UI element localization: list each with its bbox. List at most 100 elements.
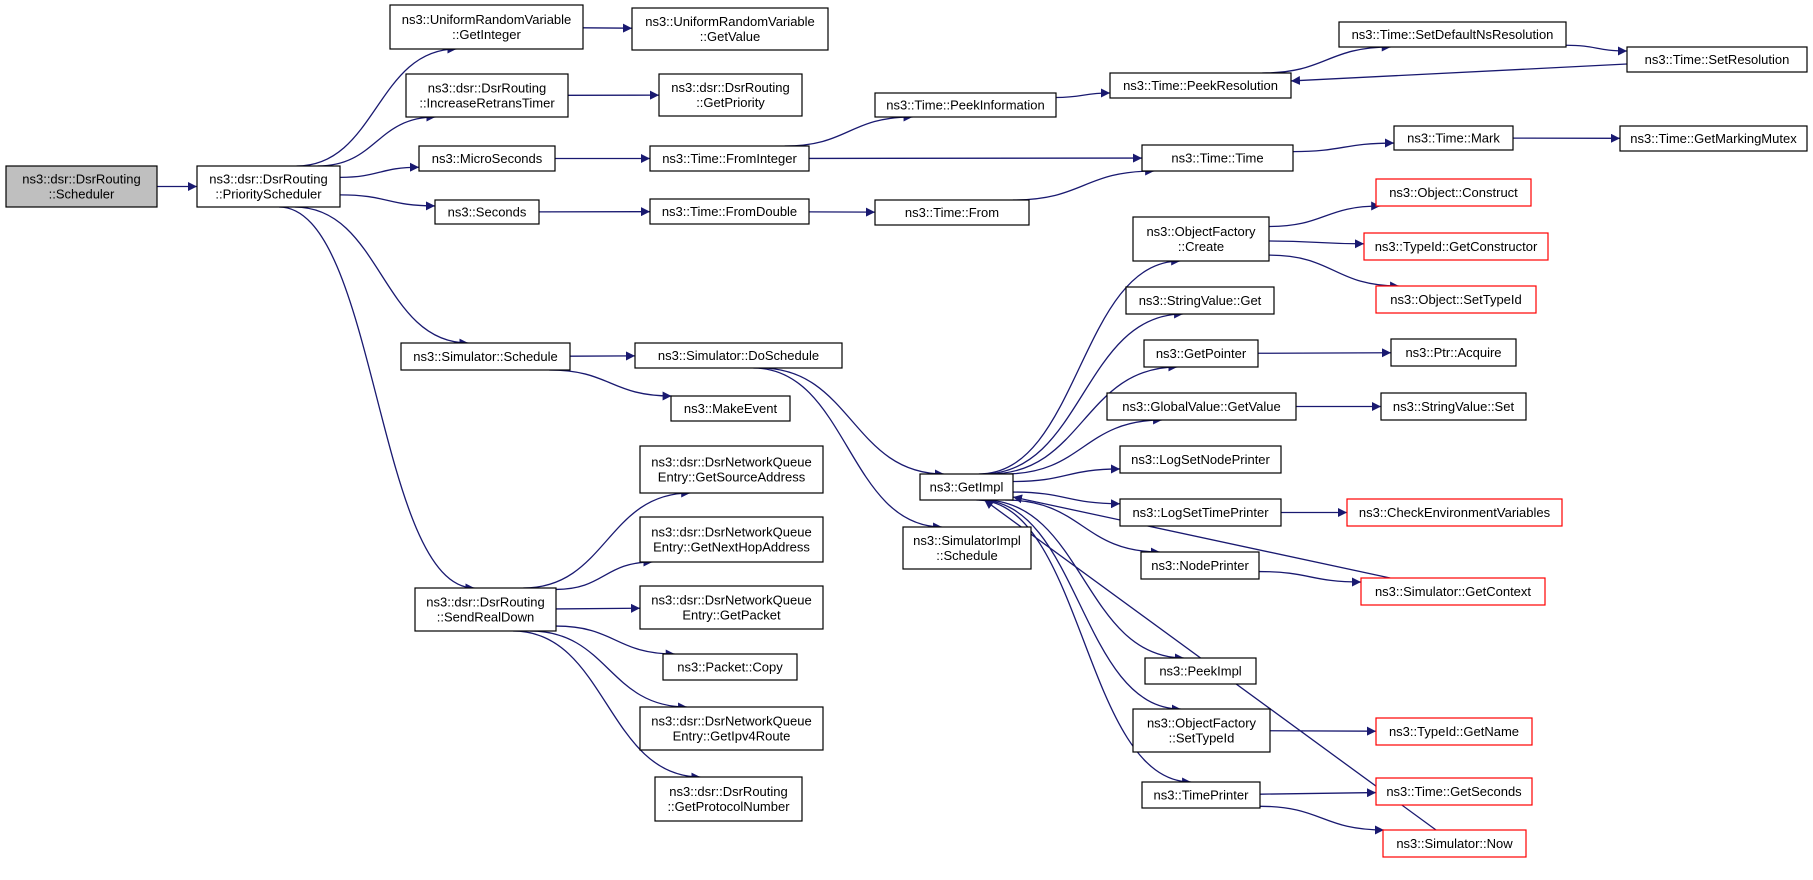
node-box <box>1140 551 1260 580</box>
edge-timeprinter-to-simnow <box>1259 805 1384 835</box>
edge-sendreal-to-pktcopy <box>555 625 675 659</box>
graph-node-logtime[interactable]: ns3::LogSetTimePrinter <box>1119 498 1282 527</box>
node-label: ns3::Time::GetMarkingMutex <box>1630 131 1797 146</box>
graph-node-lognode[interactable]: ns3::LogSetNodePrinter <box>1119 445 1282 474</box>
graph-node-getpacket[interactable]: ns3::dsr::DsrNetworkQueueEntry::GetPacke… <box>639 585 824 630</box>
edge-prio-to-simsched <box>294 206 469 348</box>
graph-node-urv_getval[interactable]: ns3::UniformRandomVariable::GetValue <box>631 7 829 51</box>
graph-node-seconds[interactable]: ns3::Seconds <box>434 199 540 225</box>
edge-sendreal-to-getsrc <box>523 488 691 589</box>
node-box <box>670 395 791 422</box>
edge-setres-to-peekres <box>1290 63 1628 85</box>
node-label: ::GetProtocolNumber <box>667 799 790 814</box>
edge-prio-to-urv_getint <box>296 44 457 167</box>
graph-node-micro[interactable]: ns3::MicroSeconds <box>418 145 556 172</box>
graph-node-makeevent[interactable]: ns3::MakeEvent <box>670 395 791 422</box>
graph-node-peekimpl[interactable]: ns3::PeekImpl <box>1144 657 1257 685</box>
node-box <box>1375 285 1537 314</box>
node-box <box>1390 338 1517 367</box>
graph-node-markmutex[interactable]: ns3::Time::GetMarkingMutex <box>1619 125 1808 152</box>
node-box <box>1375 777 1533 806</box>
graph-node-from[interactable]: ns3::Time::From <box>874 199 1030 226</box>
node-box <box>1363 232 1549 261</box>
node-label: ns3::SimulatorImpl <box>913 533 1021 548</box>
edge-from-to-time <box>1012 166 1155 201</box>
node-label: ::SetTypeId <box>1169 731 1235 746</box>
node-label: ns3::dsr::DsrRouting <box>428 81 547 96</box>
node-box <box>874 92 1057 118</box>
graph-node-mark[interactable]: ns3::Time::Mark <box>1393 125 1514 151</box>
node-box <box>639 445 824 494</box>
node-label: ns3::dsr::DsrNetworkQueue <box>651 525 811 540</box>
node-box <box>654 776 803 822</box>
node-label: ns3::Time::Mark <box>1407 131 1500 146</box>
graph-node-simnow[interactable]: ns3::Simulator::Now <box>1382 829 1527 858</box>
edge-peekres-to-setdefns <box>1262 42 1391 74</box>
graph-node-timeprinter[interactable]: ns3::TimePrinter <box>1141 781 1261 809</box>
edge-getpointer-to-ptracquire <box>1257 348 1392 358</box>
graph-node-getcontext[interactable]: ns3::Simulator::GetContext <box>1360 577 1546 606</box>
edge-prio-to-incretrans <box>317 112 436 167</box>
node-label: ns3::Time::From <box>905 205 999 220</box>
graph-node-urv_getint[interactable]: ns3::UniformRandomVariable::GetInteger <box>389 4 584 50</box>
graph-node-getimpl[interactable]: ns3::GetImpl <box>919 473 1014 501</box>
graph-node-getsrc[interactable]: ns3::dsr::DsrNetworkQueueEntry::GetSourc… <box>639 445 824 494</box>
edge-getimpl-to-ofcreate <box>978 256 1181 475</box>
graph-node-getctor[interactable]: ns3::TypeId::GetConstructor <box>1363 232 1549 261</box>
edge-peekinfo-to-peekres <box>1055 88 1111 99</box>
graph-node-getnexthop[interactable]: ns3::dsr::DsrNetworkQueueEntry::GetNextH… <box>639 516 824 563</box>
graph-node-setres[interactable]: ns3::Time::SetResolution <box>1626 46 1808 73</box>
node-label: ns3::TypeId::GetName <box>1389 724 1519 739</box>
graph-node-ofsettype[interactable]: ns3::ObjectFactory::SetTypeId <box>1132 708 1271 753</box>
edge-getimpl-to-strget <box>982 309 1184 475</box>
edge-sendreal-to-getpacket <box>555 603 641 613</box>
edge-getimpl-to-peekimpl <box>983 499 1184 663</box>
node-label: ns3::NodePrinter <box>1151 558 1249 573</box>
graph-node-getproto[interactable]: ns3::dsr::DsrRouting::GetProtocolNumber <box>654 776 803 822</box>
node-label: ns3::dsr::DsrRouting <box>22 172 141 187</box>
graph-node-time[interactable]: ns3::Time::Time <box>1141 144 1294 172</box>
graph-node-simsched[interactable]: ns3::Simulator::Schedule <box>400 342 571 371</box>
node-label: ns3::Packet::Copy <box>677 660 783 675</box>
node-label: ns3::dsr::DsrRouting <box>671 80 790 95</box>
node-box <box>1141 781 1261 809</box>
graph-node-settypeid[interactable]: ns3::Object::SetTypeId <box>1375 285 1537 314</box>
graph-node-getpointer[interactable]: ns3::GetPointer <box>1143 339 1259 368</box>
node-label: ns3::Object::Construct <box>1389 185 1518 200</box>
graph-node-getipv4[interactable]: ns3::dsr::DsrNetworkQueueEntry::GetIpv4R… <box>639 706 824 751</box>
graph-node-peekinfo[interactable]: ns3::Time::PeekInformation <box>874 92 1057 118</box>
node-box <box>639 706 824 751</box>
graph-node-sched[interactable]: ns3::dsr::DsrRouting::Scheduler <box>5 165 158 208</box>
node-box <box>639 585 824 630</box>
node-box <box>1119 445 1282 474</box>
graph-node-strget[interactable]: ns3::StringValue::Get <box>1125 286 1275 315</box>
graph-node-ofcreate[interactable]: ns3::ObjectFactory::Create <box>1132 216 1270 262</box>
graph-node-simimpl[interactable]: ns3::SimulatorImpl::Schedule <box>902 526 1032 570</box>
graph-node-getsecs[interactable]: ns3::Time::GetSeconds <box>1375 777 1533 806</box>
edge-getimpl-to-nodeprinter <box>1005 499 1160 557</box>
node-label: ns3::Time::SetDefaultNsResolution <box>1352 27 1554 42</box>
node-label: ns3::dsr::DsrRouting <box>209 172 328 187</box>
graph-node-setdefns[interactable]: ns3::Time::SetDefaultNsResolution <box>1338 21 1567 48</box>
graph-node-incretrans[interactable]: ns3::dsr::DsrRouting::IncreaseRetransTim… <box>405 73 569 118</box>
graph-node-prio[interactable]: ns3::dsr::DsrRouting::PriorityScheduler <box>196 165 341 208</box>
graph-node-gvgetval[interactable]: ns3::GlobalValue::GetValue <box>1106 392 1297 421</box>
graph-node-nodeprinter[interactable]: ns3::NodePrinter <box>1140 551 1260 580</box>
graph-node-dosched[interactable]: ns3::Simulator::DoSchedule <box>634 342 843 369</box>
graph-node-pktcopy[interactable]: ns3::Packet::Copy <box>662 653 798 681</box>
node-box <box>434 199 540 225</box>
graph-node-ptracquire[interactable]: ns3::Ptr::Acquire <box>1390 338 1517 367</box>
graph-node-strset[interactable]: ns3::StringValue::Set <box>1380 392 1527 421</box>
graph-node-getprio[interactable]: ns3::dsr::DsrRouting::GetPriority <box>658 73 803 117</box>
graph-node-objconstruct[interactable]: ns3::Object::Construct <box>1375 178 1532 207</box>
graph-node-checkenv[interactable]: ns3::CheckEnvironmentVariables <box>1346 498 1563 527</box>
edge-dosched-to-getimpl <box>760 367 944 479</box>
graph-node-peekres[interactable]: ns3::Time::PeekResolution <box>1109 72 1292 99</box>
node-box <box>1144 657 1257 685</box>
graph-node-getname[interactable]: ns3::TypeId::GetName <box>1375 717 1533 746</box>
graph-node-sendreal[interactable]: ns3::dsr::DsrRouting::SendRealDown <box>414 587 557 632</box>
node-box <box>1626 46 1808 73</box>
graph-node-fromint[interactable]: ns3::Time::FromInteger <box>649 145 810 172</box>
graph-node-fromdouble[interactable]: ns3::Time::FromDouble <box>649 198 810 225</box>
